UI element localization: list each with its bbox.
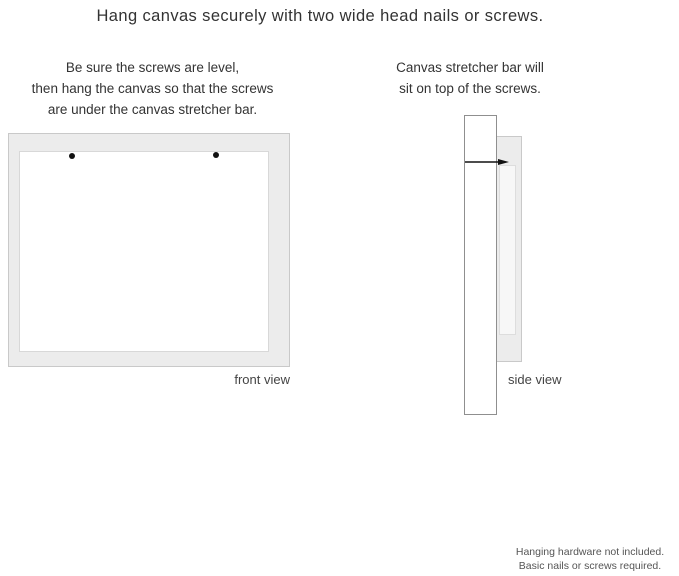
screw-dot-left — [69, 153, 75, 159]
instruction-line: are under the canvas stretcher bar. — [47, 101, 258, 117]
front-view-label: front view — [234, 372, 290, 387]
footer-note: Hanging hardware not included. Basic nai… — [500, 546, 679, 573]
front-view-canvas-inner — [19, 151, 269, 352]
page-title: Hang canvas securely with two wide head … — [96, 7, 544, 25]
front-view-instructions: Be sure the screws are level, then hang … — [10, 58, 295, 121]
screw-dot-right — [213, 152, 219, 158]
instruction-line: then hang the canvas so that the screws — [31, 80, 274, 96]
instruction-line: sit on top of the screws. — [399, 80, 541, 96]
nail-icon — [465, 159, 509, 165]
footer-line: Basic nails or screws required. — [518, 559, 662, 572]
stretcher-bar — [464, 115, 497, 415]
footer-line: Hanging hardware not included. — [515, 546, 665, 558]
side-view-label: side view — [508, 372, 562, 387]
instruction-line: Be sure the screws are level, — [65, 60, 240, 75]
side-view-canvas-inner — [499, 165, 516, 335]
side-view-instructions: Canvas stretcher bar will sit on top of … — [360, 58, 580, 100]
front-view-canvas-frame — [8, 133, 290, 367]
instruction-line: Canvas stretcher bar will — [396, 60, 544, 75]
